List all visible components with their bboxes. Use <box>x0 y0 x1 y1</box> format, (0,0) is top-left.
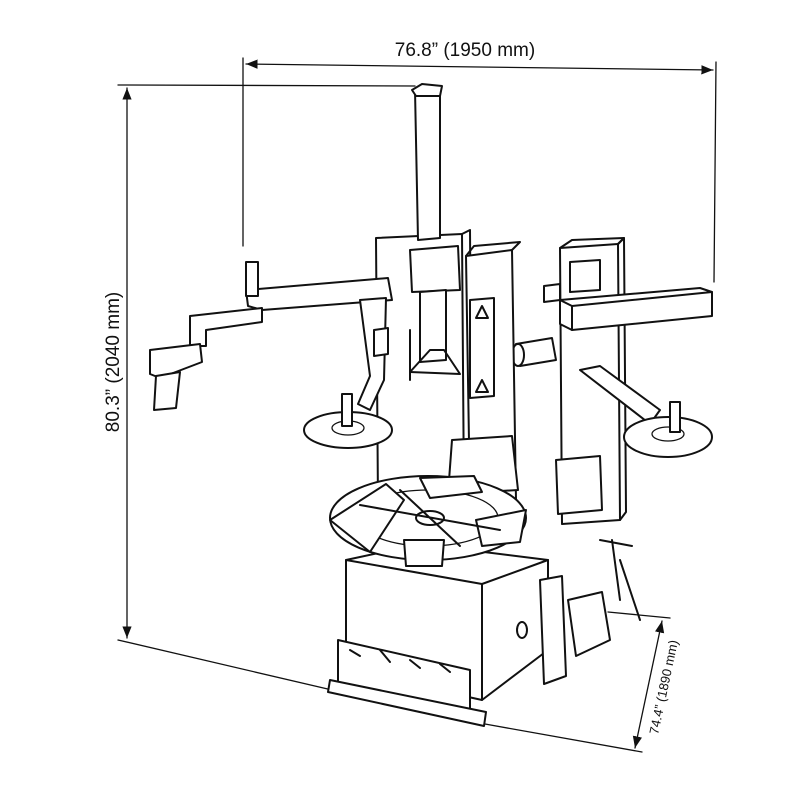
width-dimension: 76.8” (1950 mm) <box>242 40 717 283</box>
depth-dimension-line <box>632 620 665 749</box>
depth-label: 74.4” (1890 mm) <box>646 639 681 736</box>
width-extension-right <box>713 61 717 283</box>
width-dimension-line <box>245 59 714 75</box>
turntable <box>329 475 527 567</box>
height-extension-bottom <box>117 639 333 691</box>
width-label: 76.8” (1950 mm) <box>395 40 535 61</box>
main-column <box>375 83 521 505</box>
left-assist-arm <box>149 261 393 449</box>
air-valve-piping <box>599 539 641 621</box>
height-extension-top <box>117 84 416 87</box>
base-cabinet <box>327 543 611 727</box>
depth-extension-bottom <box>484 723 643 753</box>
height-dimension: 80.3” (2040 mm) <box>103 84 416 691</box>
tire-changer-machine <box>149 83 713 727</box>
height-label: 80.3” (2040 mm) <box>103 292 124 432</box>
right-assist-arm <box>511 283 713 458</box>
